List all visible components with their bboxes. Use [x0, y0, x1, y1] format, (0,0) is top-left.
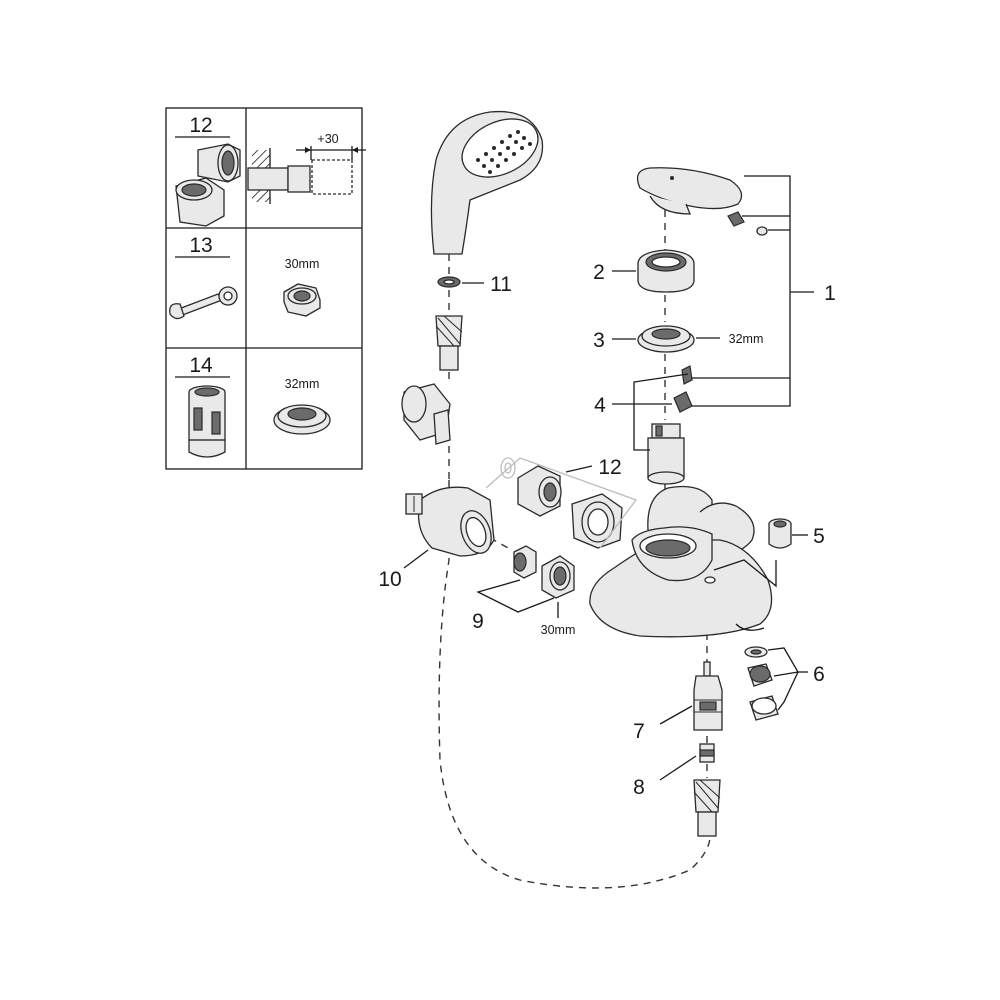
wrench-icon: [169, 286, 238, 320]
shower-head-icon: [476, 130, 532, 174]
cartridge-icon: [647, 423, 685, 485]
mixer-body: [589, 485, 773, 638]
cartridge-nut-size: 32mm: [729, 332, 764, 346]
lever-handle-icon: [636, 167, 743, 215]
callout-10: 10: [378, 568, 401, 591]
wrench-size-label: 30mm: [285, 257, 320, 271]
inset-row-number: 13: [189, 234, 212, 257]
inset-row-12: 12 +30: [175, 114, 366, 227]
shower-outlet-elbow: [405, 486, 495, 557]
hose-nut: [435, 315, 463, 371]
shower-holder: [401, 383, 451, 445]
cover-cap: [637, 249, 695, 293]
callout-6: 6: [813, 663, 825, 686]
callout-9: 9: [472, 610, 484, 633]
extension-set-ghost: [485, 457, 638, 549]
extension-sleeve-icon: [175, 143, 241, 227]
callout-2: 2: [593, 261, 605, 284]
inset-row-number: 14: [189, 354, 213, 377]
union-nut: [541, 555, 575, 599]
diverter-knob: [693, 743, 721, 837]
union-nut-size: 30mm: [541, 623, 576, 637]
callout-7: 7: [633, 720, 645, 743]
hand-shower: [430, 110, 544, 255]
callout-1: 1: [824, 282, 836, 305]
inset-row-number: 12: [189, 114, 212, 137]
callout-4: 4: [594, 394, 606, 417]
handle-set-screw: [727, 211, 768, 236]
extension-length-label: +30: [317, 132, 338, 146]
hose-washer: [437, 276, 461, 288]
inset-row-14: 14 32mm: [175, 354, 331, 458]
nut-icon: [283, 283, 321, 317]
hose-icon: [438, 480, 711, 889]
aerator-set: [744, 646, 779, 721]
callout-11: 11: [490, 273, 512, 296]
inset-row-13: 13 30mm: [169, 234, 321, 320]
callout-5: 5: [813, 525, 825, 548]
callout-8: 8: [633, 776, 645, 799]
diverter-spindle: [693, 661, 723, 731]
wall-extension-detail: +30: [247, 132, 366, 204]
cartridge-screws: [673, 365, 693, 413]
nut-size-label: 32mm: [285, 377, 320, 391]
spare-parts-inset: 12 +30: [165, 107, 366, 470]
callout-3: 3: [593, 329, 605, 352]
cartridge-nut: [637, 325, 695, 353]
callout-12: 12: [598, 456, 621, 479]
cartridge-tool-icon: [188, 385, 226, 458]
inset-frame: [165, 107, 363, 470]
body-cap: [768, 518, 792, 549]
union-connector: [513, 545, 537, 579]
flange-nut-icon: [273, 404, 331, 435]
